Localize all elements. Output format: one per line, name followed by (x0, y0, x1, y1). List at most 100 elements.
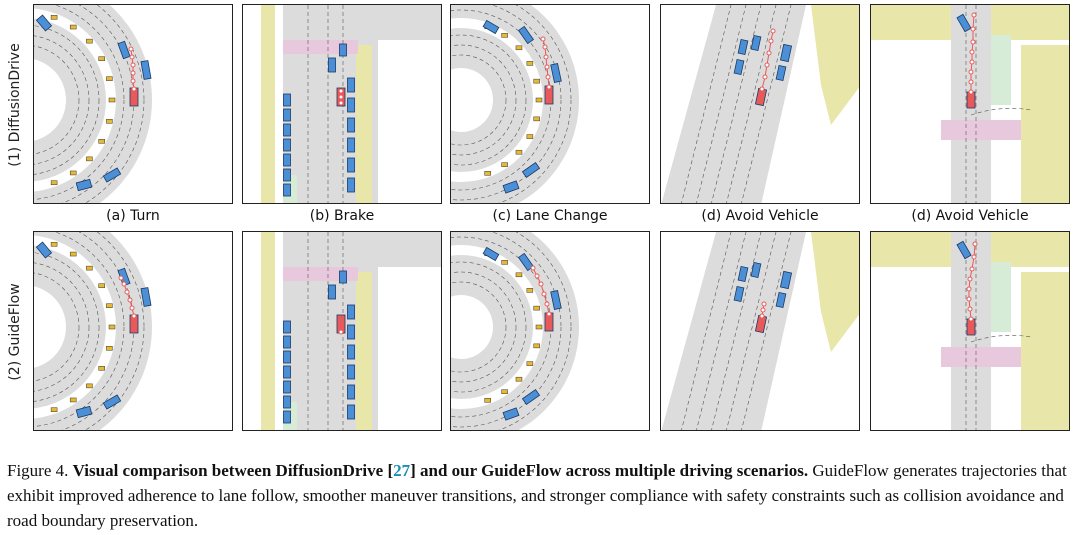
panel-r2-avoid-1 (660, 231, 860, 431)
trajectory-point (530, 265, 536, 271)
trajectory-point (968, 89, 974, 95)
vehicle (283, 395, 291, 409)
lane-line (970, 108, 1032, 116)
trajectory-point (129, 305, 135, 311)
trajectory-point (124, 289, 130, 295)
lane-line (451, 34, 527, 166)
vehicle (482, 246, 500, 262)
vehicle (283, 93, 291, 107)
lane-line (451, 281, 507, 373)
green-zone (991, 262, 1011, 332)
figure-caption-title-b: ] and our GuideFlow across multiple driv… (410, 461, 809, 480)
vehicle (283, 183, 291, 197)
pedestrian-marker (535, 324, 543, 330)
road-boundary-right (1021, 45, 1069, 203)
road-boundary-left (261, 5, 275, 203)
trajectory-point (546, 84, 552, 90)
vehicle (482, 19, 500, 35)
vehicle (283, 320, 291, 334)
trajectory-point (338, 88, 344, 94)
trajectory-point (544, 301, 550, 307)
crosswalk (941, 347, 1021, 367)
lane-line (84, 5, 145, 203)
pedestrian-marker (535, 97, 543, 103)
trajectory-point (540, 36, 546, 42)
pedestrian-marker (69, 170, 77, 176)
pedestrian-marker (69, 24, 77, 30)
pedestrian-marker (50, 242, 58, 247)
vehicle (517, 25, 535, 45)
vehicle (779, 43, 793, 63)
lane-line (34, 252, 100, 402)
panel-r1-brake (242, 4, 442, 204)
road-ring-inner (34, 245, 106, 409)
center-island (34, 286, 66, 368)
trajectory-point (762, 74, 768, 80)
pedestrian-marker (86, 156, 93, 162)
center-island (451, 68, 493, 132)
panel-r1-lane-change (450, 4, 650, 204)
figure-caption-prefix: Figure 4. (7, 461, 69, 480)
pedestrian-marker (108, 324, 116, 330)
trajectory-point (759, 86, 765, 92)
trajectory-point (968, 79, 974, 85)
trajectory-point (768, 38, 774, 44)
trajectory-point (534, 273, 540, 279)
trajectory-point (544, 64, 550, 70)
lane-line (741, 5, 792, 203)
lane-line (84, 232, 145, 430)
trajectory-point (130, 70, 136, 76)
trajectory-point (967, 306, 973, 312)
vehicle (35, 14, 53, 32)
vehicle (956, 240, 972, 260)
pedestrian-marker (501, 33, 508, 38)
trajectory-point (543, 54, 549, 60)
road-boundary (811, 5, 859, 125)
pedestrian-marker (501, 260, 508, 265)
pedestrian-marker (533, 305, 540, 311)
lane-line (711, 5, 762, 203)
lane-line (451, 232, 562, 428)
lane-line (741, 232, 792, 430)
trajectory-point (968, 316, 974, 322)
vehicle (75, 405, 93, 419)
trajectory-point (338, 329, 344, 335)
caption-brake: (b) Brake (309, 208, 375, 224)
trajectory-point (966, 296, 972, 302)
citation-link[interactable]: 27 (393, 461, 411, 480)
vehicle (339, 43, 347, 57)
trajectory-point (128, 46, 134, 52)
lane-line (34, 232, 125, 427)
trajectory-point (130, 78, 136, 84)
caption-avoid-vehicle-2: (d) Avoid Vehicle (911, 208, 1029, 224)
vehicle (283, 138, 291, 152)
pedestrian-marker (515, 376, 523, 382)
vehicle (75, 178, 93, 192)
caption-avoid-vehicle-1: (d) Avoid Vehicle (701, 208, 819, 224)
vehicle (347, 384, 355, 400)
vehicle (347, 364, 355, 380)
vehicle (956, 13, 972, 33)
vehicle (502, 180, 520, 194)
vehicle (328, 284, 336, 300)
trajectory-point (130, 62, 136, 68)
vehicle (737, 265, 749, 283)
trajectory-point (118, 275, 124, 281)
scene-brake-guideflow (243, 232, 441, 430)
pedestrian-marker (526, 361, 534, 366)
pedestrian-marker (515, 45, 523, 51)
vehicle (347, 304, 355, 320)
pedestrian-marker (98, 366, 105, 371)
panel-r1-avoid-2 (870, 4, 1070, 204)
trajectory-point (121, 281, 127, 287)
lane-line (34, 5, 125, 200)
road-boundary-right (356, 272, 372, 430)
figure-caption: Figure 4. Visual comparison between Diff… (7, 458, 1075, 533)
road-diagonal (661, 232, 806, 430)
pedestrian-marker (526, 134, 534, 139)
figure-caption-title-a: Visual comparison between DiffusionDrive… (72, 461, 394, 480)
lane-line (681, 5, 732, 203)
trajectory-point (760, 307, 766, 313)
panel-r1-turn (33, 4, 233, 204)
trajectory-point (970, 39, 976, 45)
